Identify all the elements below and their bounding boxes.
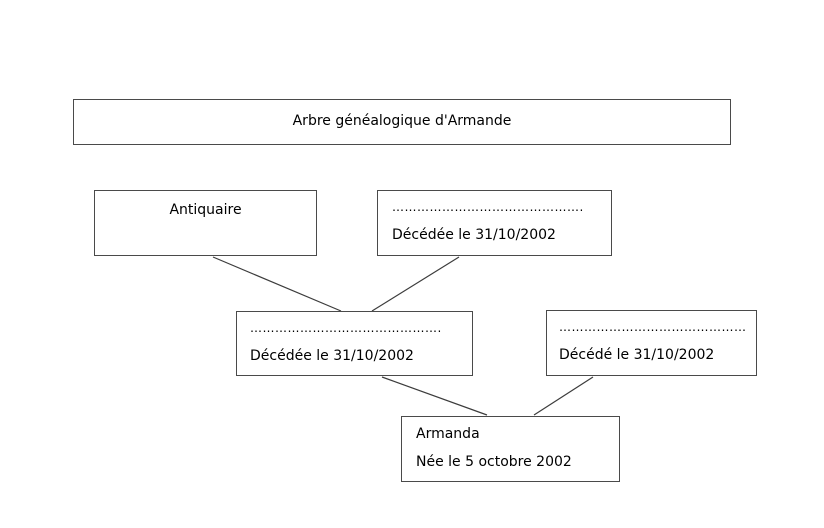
node-grandmother-death-date: Décédée le 31/10/2002 <box>392 227 556 243</box>
node-armanda: Armanda Née le 5 octobre 2002 <box>401 416 620 482</box>
connector-mother-armanda <box>381 376 488 416</box>
node-armanda-birth-date: Née le 5 octobre 2002 <box>416 454 572 470</box>
node-mother: ………………………………………. Décédée le 31/10/2002 <box>236 311 473 376</box>
node-father-name-placeholder: ……………………………………… <box>559 320 747 334</box>
node-antiquaire: Antiquaire <box>94 190 317 256</box>
node-antiquaire-label: Antiquaire <box>169 202 242 218</box>
node-armanda-name: Armanda <box>416 426 480 442</box>
connector-antiquaire-mother <box>212 256 342 312</box>
node-mother-death-date: Décédée le 31/10/2002 <box>250 348 414 364</box>
node-grandmother: ………………………………………. Décédée le 31/10/2002 <box>377 190 612 256</box>
node-grandmother-name-placeholder: ………………………………………. <box>392 200 584 214</box>
diagram-title-box: Arbre généalogique d'Armande <box>73 99 731 145</box>
connector-grandmother-mother <box>371 256 460 312</box>
diagram-title: Arbre généalogique d'Armande <box>292 113 512 129</box>
connector-father-armanda <box>533 376 594 416</box>
node-father: ……………………………………… Décédé le 31/10/2002 <box>546 310 757 376</box>
node-mother-name-placeholder: ………………………………………. <box>250 321 442 335</box>
node-father-death-date: Décédé le 31/10/2002 <box>559 347 715 363</box>
